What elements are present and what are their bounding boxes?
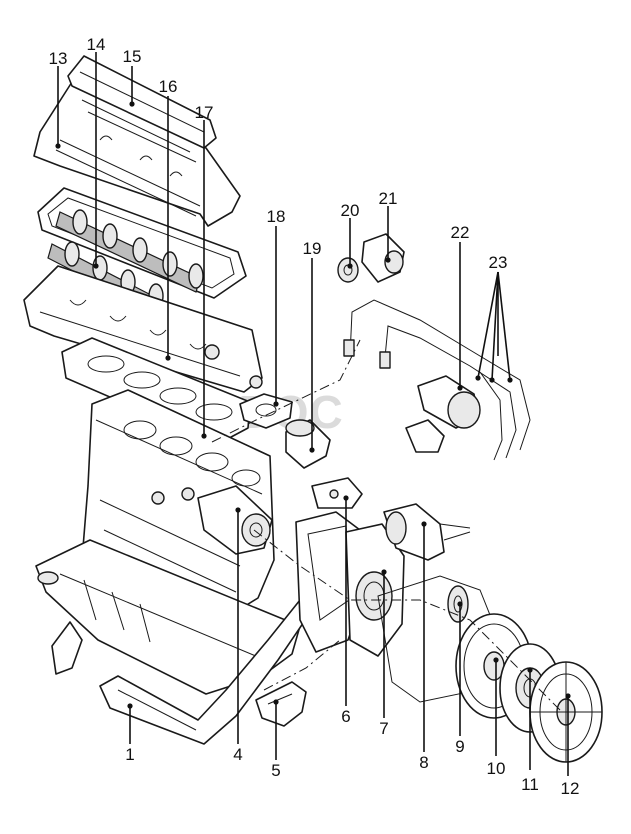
starter-motor bbox=[383, 503, 471, 561]
pressure-plate bbox=[529, 661, 603, 763]
ignition-leads bbox=[343, 299, 531, 461]
callout-18: 18 bbox=[267, 207, 286, 226]
oil-seal-flange bbox=[239, 393, 293, 429]
callout-7: 7 bbox=[379, 719, 388, 738]
bracket-left bbox=[51, 621, 83, 675]
thermostat bbox=[337, 257, 359, 283]
callout-5: 5 bbox=[271, 761, 280, 780]
callout-20: 20 bbox=[341, 201, 360, 220]
callout-15: 15 bbox=[123, 47, 142, 66]
bracket-center bbox=[255, 681, 307, 727]
cylinder-head bbox=[23, 265, 263, 393]
assembly-centerlines bbox=[211, 339, 561, 711]
leader-lines bbox=[55, 52, 571, 776]
oil-filter bbox=[285, 419, 331, 469]
callout-16: 16 bbox=[159, 77, 178, 96]
callout-14: 14 bbox=[87, 35, 106, 54]
valve-cover-gasket bbox=[67, 55, 217, 149]
callout-12: 12 bbox=[561, 779, 580, 798]
callout-labels: 1 4 5 6 7 8 9 10 11 12 13 14 15 16 17 18… bbox=[49, 35, 580, 798]
callout-21: 21 bbox=[379, 189, 398, 208]
distributor bbox=[405, 375, 481, 453]
callout-22: 22 bbox=[451, 223, 470, 242]
engine-mount-bracket bbox=[311, 477, 363, 509]
callout-6: 6 bbox=[341, 707, 350, 726]
water-pump bbox=[197, 485, 273, 555]
callout-13: 13 bbox=[49, 49, 68, 68]
rear-seal-housing bbox=[345, 523, 405, 657]
callout-4: 4 bbox=[233, 745, 242, 764]
callout-1: 1 bbox=[125, 745, 134, 764]
thermostat-housing bbox=[361, 233, 405, 283]
callout-17: 17 bbox=[195, 103, 214, 122]
callout-19: 19 bbox=[303, 239, 322, 258]
callout-11: 11 bbox=[521, 775, 539, 794]
camshaft-upper bbox=[55, 209, 204, 293]
callout-10: 10 bbox=[487, 759, 506, 778]
callout-23: 23 bbox=[489, 253, 508, 272]
callout-9: 9 bbox=[455, 737, 464, 756]
head-gasket bbox=[61, 337, 251, 445]
callout-8: 8 bbox=[419, 753, 428, 772]
